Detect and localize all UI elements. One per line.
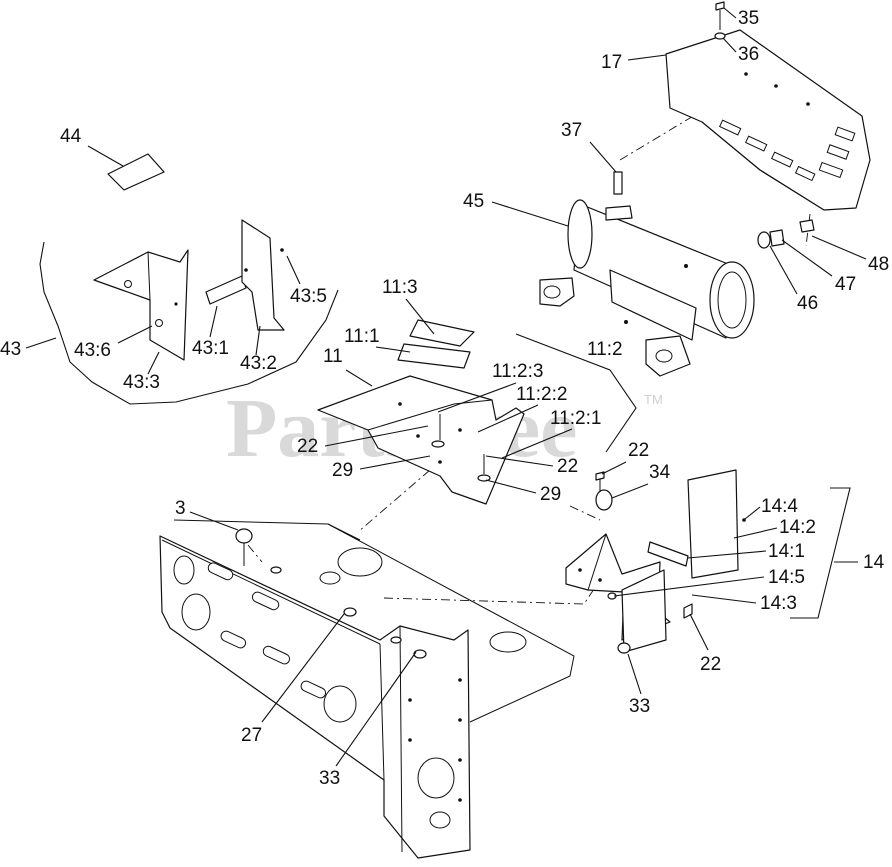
callout-c29a: 29: [332, 460, 353, 481]
callout-c22c: 22: [557, 456, 578, 477]
leader-line-c43:2: [255, 325, 261, 356]
leader-line-c22b: [601, 461, 627, 475]
callout-c47: 47: [835, 274, 856, 295]
leader-line-c11: [345, 369, 373, 387]
main-frame: [159, 519, 575, 859]
leader-line-c43:1: [209, 305, 218, 338]
callout-c14: 14: [863, 552, 885, 573]
callout-labels: 35 36 17 37 44 45 48 47 46 43:5 11:3 11:1 11:2 43:6 43…: [0, 7, 889, 789]
callout-c29b: 29: [540, 484, 561, 505]
leader-line-c43:3: [147, 351, 160, 375]
leader-line-c37: [589, 141, 617, 173]
leader-line-c14:3: [691, 594, 757, 604]
leader-line-c46: [769, 245, 798, 295]
leader-line-c29b: [485, 479, 537, 494]
leader-line-c44: [87, 145, 124, 167]
callout-c14:3: 14:3: [760, 593, 797, 614]
callout-c22d: 22: [700, 654, 721, 675]
leader-line-c11:2:1: [501, 428, 573, 459]
callout-c14:1: 14:1: [768, 541, 805, 562]
screw-35: [715, 1, 725, 30]
leader-line-c47: [781, 239, 833, 277]
callout-c43:6: 43:6: [74, 340, 111, 361]
leader-line-c14:1: [687, 550, 767, 559]
callout-c37: 37: [561, 120, 582, 141]
bracket-assembly-43: [93, 219, 285, 361]
leader-line-c22a: [324, 425, 429, 447]
plate-11: [317, 319, 525, 505]
callout-c46: 46: [797, 293, 818, 314]
leader-line-c33a: [627, 653, 642, 695]
callout-c27: 27: [241, 725, 262, 746]
leader-line-c17: [627, 54, 667, 61]
callout-c43: 43: [0, 339, 21, 360]
callout-c43:2: 43:2: [240, 353, 277, 374]
bracket-11-2: [515, 333, 637, 453]
washer-36: [714, 32, 726, 40]
bracket-assembly-14: [565, 469, 746, 654]
fitting-46: [757, 231, 771, 249]
alignment-lines: [247, 111, 811, 605]
callout-c11:3: 11:3: [382, 277, 418, 298]
callout-c43:3: 43:3: [123, 372, 160, 393]
leader-line-c34: [611, 483, 649, 499]
callout-c3: 3: [175, 498, 186, 519]
leader-line-c14:5: [613, 576, 765, 597]
fitting-47: [769, 229, 785, 247]
leader-line-c14:4: [744, 506, 761, 520]
callout-c11: 11: [323, 346, 343, 367]
callout-c14:2: 14:2: [779, 517, 816, 538]
callout-c11:2: 11:2: [587, 339, 623, 360]
leader-line-c43:5: [286, 255, 301, 285]
callout-c33a: 33: [629, 696, 650, 717]
callout-c11:2:3: 11:2:3: [492, 361, 543, 382]
leader-line-c11:1: [375, 346, 411, 353]
callout-c34: 34: [649, 462, 671, 483]
callout-c11:1: 11:1: [344, 326, 380, 347]
callout-c17: 17: [601, 52, 622, 73]
callout-c44: 44: [60, 126, 82, 147]
leader-line-c11:3: [405, 298, 435, 335]
leader-line-c45: [491, 201, 569, 227]
leader-line-c11:2:2: [477, 404, 539, 433]
leader-line-c14:2: [733, 527, 778, 539]
pin-37: [613, 171, 623, 195]
callout-brackets: [39, 241, 851, 619]
knob-3: [235, 528, 253, 566]
watermark-trademark: TM: [644, 392, 663, 407]
heat-shield-17: [665, 29, 871, 211]
callout-c48: 48: [868, 254, 889, 275]
callout-c43:1: 43:1: [192, 338, 229, 359]
nut-48: [799, 219, 815, 233]
callout-c45: 45: [463, 191, 484, 212]
decal-44: [107, 153, 165, 191]
callout-c11:2:1: 11:2:1: [550, 408, 601, 429]
leader-line-c3: [189, 511, 239, 531]
leader-line-c29a: [359, 455, 431, 470]
leader-line-c11:2:3: [437, 382, 517, 413]
muffler-45: [539, 199, 755, 377]
leader-line-c43: [25, 337, 57, 349]
callout-c22a: 22: [297, 436, 318, 457]
leader-line-c22c: [485, 455, 554, 467]
leader-line-c33b: [335, 651, 417, 767]
callout-c11:2:2: 11:2:2: [516, 384, 567, 405]
bracket-43: [39, 241, 339, 405]
callout-c36: 36: [738, 44, 759, 65]
leader-line-c36: [722, 37, 737, 53]
leader-line-c22d: [689, 613, 709, 651]
bracket-14: [790, 487, 851, 619]
leader-line-c43:6: [117, 325, 153, 344]
callout-c22b: 22: [628, 440, 649, 461]
callout-c14:4: 14:4: [761, 496, 798, 517]
leader-line-c35: [723, 7, 737, 19]
leader-line-c27: [261, 613, 345, 723]
callout-c43:5: 43:5: [290, 286, 327, 307]
callout-c33b: 33: [319, 768, 340, 789]
callout-c35: 35: [738, 8, 759, 29]
leader-line-c48: [811, 235, 867, 260]
callout-c14:5: 14:5: [768, 567, 805, 588]
